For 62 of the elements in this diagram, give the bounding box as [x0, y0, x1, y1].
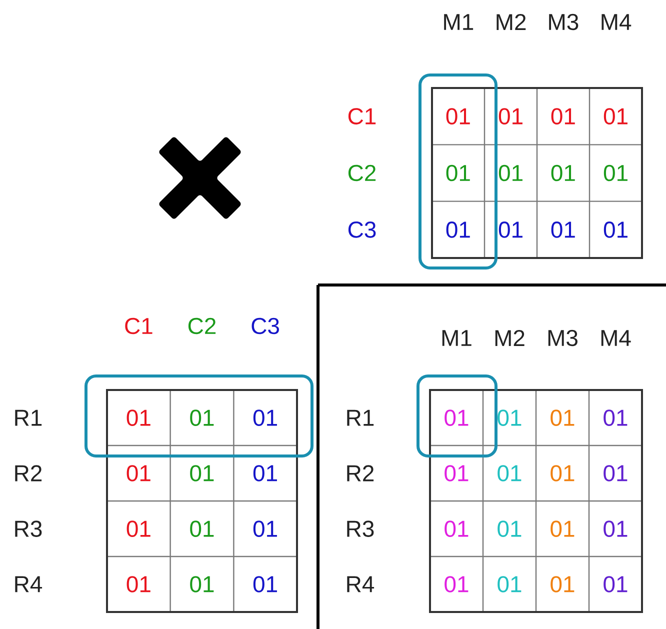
- matrix-cell: 01: [550, 520, 574, 537]
- matrix-cell: 01: [190, 520, 214, 537]
- matrix-cell: 01: [253, 520, 277, 537]
- matrix-cell: 01: [253, 410, 277, 426]
- matrix-cell: 01: [444, 465, 468, 482]
- matrix-cell: 01: [551, 222, 575, 238]
- row-label: R4: [15, 576, 42, 592]
- matrix-cell: 01: [126, 576, 150, 592]
- matrix-cell: 01: [446, 164, 470, 182]
- matrix-cell: 01: [604, 520, 628, 537]
- matrix-cell: 01: [190, 410, 214, 426]
- row-label: C3: [348, 222, 376, 238]
- matrix-cell: 01: [498, 164, 522, 182]
- row-label: R3: [15, 520, 42, 537]
- matrix-cell: 01: [551, 164, 575, 182]
- matrix-cell: 01: [126, 465, 150, 482]
- matrix-cell: 01: [498, 520, 522, 537]
- column-header: M2: [495, 330, 524, 346]
- matrix-cell: 01: [126, 410, 150, 426]
- column-header: M2: [496, 14, 526, 30]
- row-label: C2: [348, 164, 376, 182]
- matrix-cell: 01: [498, 410, 522, 426]
- column-header: M1: [444, 14, 474, 30]
- matrix-cell: 01: [444, 520, 468, 537]
- matrix-cell: 01: [604, 108, 628, 124]
- matrix-cell: 01: [604, 465, 628, 482]
- column-header: M4: [602, 14, 632, 30]
- column-header: C3: [252, 318, 279, 334]
- matrix-cell: 01: [550, 576, 574, 592]
- row-label: R2: [15, 465, 42, 482]
- column-header: M3: [549, 14, 578, 30]
- matrix-cell: 01: [253, 576, 277, 592]
- matrix-cell: 01: [126, 520, 150, 537]
- matrix-cell: 01: [446, 222, 470, 238]
- matrix-cell: 01: [604, 164, 628, 182]
- matrix-cell: 01: [604, 576, 628, 592]
- column-header: M3: [548, 330, 578, 346]
- matrix-cell: 01: [550, 465, 574, 482]
- matrix-cell: 01: [446, 108, 470, 124]
- matrix-cell: 01: [550, 410, 574, 426]
- row-label: R3: [347, 520, 374, 537]
- row-label: R4: [347, 576, 374, 592]
- column-header: C2: [188, 318, 216, 334]
- matrix-cell: 01: [551, 108, 575, 124]
- matrix-cell: 01: [498, 222, 522, 238]
- matrix-cell: 01: [604, 222, 628, 238]
- matrix-cell: 01: [498, 465, 522, 482]
- column-header: M4: [601, 330, 631, 346]
- matrix-cell: 01: [444, 410, 468, 426]
- column-header: C1: [125, 318, 152, 334]
- row-label: C1: [348, 108, 376, 124]
- row-label: R2: [347, 465, 374, 482]
- matrix-cell: 01: [604, 410, 628, 426]
- row-label: R1: [347, 410, 374, 426]
- matrix-cell: 01: [253, 465, 277, 482]
- matrix-cell: 01: [190, 576, 214, 592]
- column-header: M1: [442, 330, 472, 346]
- matrix-cell: 01: [498, 576, 522, 592]
- matrix-cell: 01: [190, 465, 214, 482]
- matrix-cell: 01: [444, 576, 468, 592]
- row-label: R1: [15, 410, 42, 426]
- matrix-cell: 01: [498, 108, 522, 124]
